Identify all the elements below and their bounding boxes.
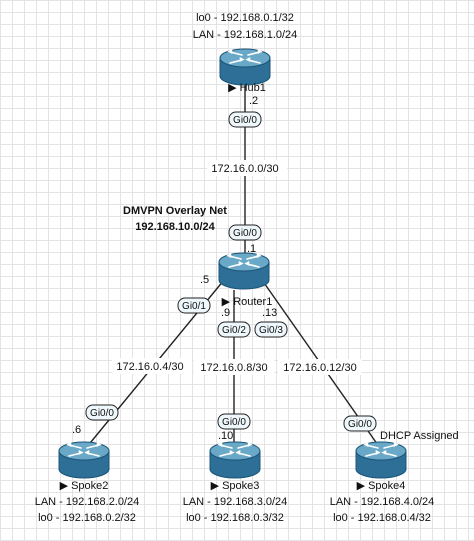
port-router1-gi0-0[interactable]: Gi0/0 [228,224,262,241]
spoke3-note-lo0: lo0 - 192.168.0.3/32 [186,512,284,524]
host-label-router1-to-spoke3: .9 [221,307,230,319]
subnet-labels: 172.16.0.0/30 172.16.0.4/30 172.16.0.8/3… [112,160,362,375]
router-icon[interactable] [58,441,110,479]
spoke2-note-lan: LAN - 192.168.2.0/24 [35,496,140,508]
port-router1-gi0-1[interactable]: Gi0/1 [177,297,211,314]
spoke3-note-lan: LAN - 192.168.3.0/24 [183,496,288,508]
port-router1-gi0-3[interactable]: Gi0/3 [254,321,288,338]
spoke4-dhcp-badge: DHCP Assigned [380,430,459,442]
svg-text:Gi0/1: Gi0/1 [182,301,206,312]
spoke3-name: ▶ Spoke3 [211,480,260,492]
spoke4-note-lo0: lo0 - 192.168.0.4/32 [333,512,431,524]
svg-text:Gi0/0: Gi0/0 [348,419,372,430]
svg-text:Gi0/0: Gi0/0 [233,115,257,126]
subnet-label-router1-spoke2: 172.16.0.4/30 [116,361,183,373]
spoke4-note-lan: LAN - 192.168.4.0/24 [330,496,435,508]
spoke2-name: ▶ Spoke2 [60,480,109,492]
router-icon[interactable] [219,48,271,86]
svg-text:Gi0/0: Gi0/0 [233,228,257,239]
host-label-spoke3: .10 [218,430,233,442]
overlay-title-line1: DMVPN Overlay Net [123,205,227,217]
hub1-note-lan: LAN - 192.168.1.0/24 [193,29,298,41]
port-hub1-gi0-0[interactable]: Gi0/0 [228,111,262,128]
svg-text:Gi0/0: Gi0/0 [222,417,246,428]
port-spoke2-gi0-0[interactable]: Gi0/0 [85,404,119,421]
device-spoke2[interactable]: ▶ Spoke2 LAN - 192.168.2.0/24 lo0 - 192.… [35,441,140,524]
router-icon[interactable] [218,252,270,290]
subnet-label-hub1-router1: 172.16.0.0/30 [211,163,278,175]
device-hub1[interactable]: lo0 - 192.168.0.1/32 LAN - 192.168.1.0/2… [193,12,298,94]
subnet-label-router1-spoke3: 172.16.0.8/30 [200,362,267,374]
hub1-name: ▶ Hub1 [228,82,266,94]
host-label-router1-to-hub1: .1 [247,243,256,255]
port-badges: Gi0/0 Gi0/0 Gi0/1 Gi0/2 Gi0/3 Gi0/0 Gi0/… [85,111,377,432]
host-label-spoke2: .6 [72,424,81,436]
device-spoke3[interactable]: ▶ Spoke3 LAN - 192.168.3.0/24 lo0 - 192.… [183,441,288,524]
port-spoke4-gi0-0[interactable]: Gi0/0 [343,415,377,432]
hub1-note-lo0: lo0 - 192.168.0.1/32 [196,12,294,24]
device-spoke4[interactable]: DHCP Assigned ▶ Spoke4 LAN - 192.168.4.0… [330,430,459,524]
svg-text:Gi0/2: Gi0/2 [222,325,246,336]
overlay-title: DMVPN Overlay Net 192.168.10.0/24 [123,205,227,233]
overlay-title-line2: 192.168.10.0/24 [135,221,215,233]
host-label-router1-to-spoke2: .5 [200,274,209,286]
device-router1[interactable]: ▶ Router1 [218,252,273,308]
port-router1-gi0-2[interactable]: Gi0/2 [217,321,251,338]
subnet-label-router1-spoke4: 172.16.0.12/30 [283,362,356,374]
spoke2-note-lo0: lo0 - 192.168.0.2/32 [38,512,136,524]
host-label-hub1: .2 [249,95,258,107]
host-label-router1-to-spoke4: .13 [262,307,277,319]
spoke4-name: ▶ Spoke4 [357,480,406,492]
svg-text:Gi0/0: Gi0/0 [90,408,114,419]
port-spoke3-gi0-0[interactable]: Gi0/0 [217,413,251,430]
host-labels: .2 .1 .5 .6 .9 .10 .13 [72,95,277,442]
router1-name: ▶ Router1 [222,296,273,308]
router-icon[interactable] [209,441,261,479]
router-icon[interactable] [355,441,407,479]
svg-text:Gi0/3: Gi0/3 [259,325,283,336]
